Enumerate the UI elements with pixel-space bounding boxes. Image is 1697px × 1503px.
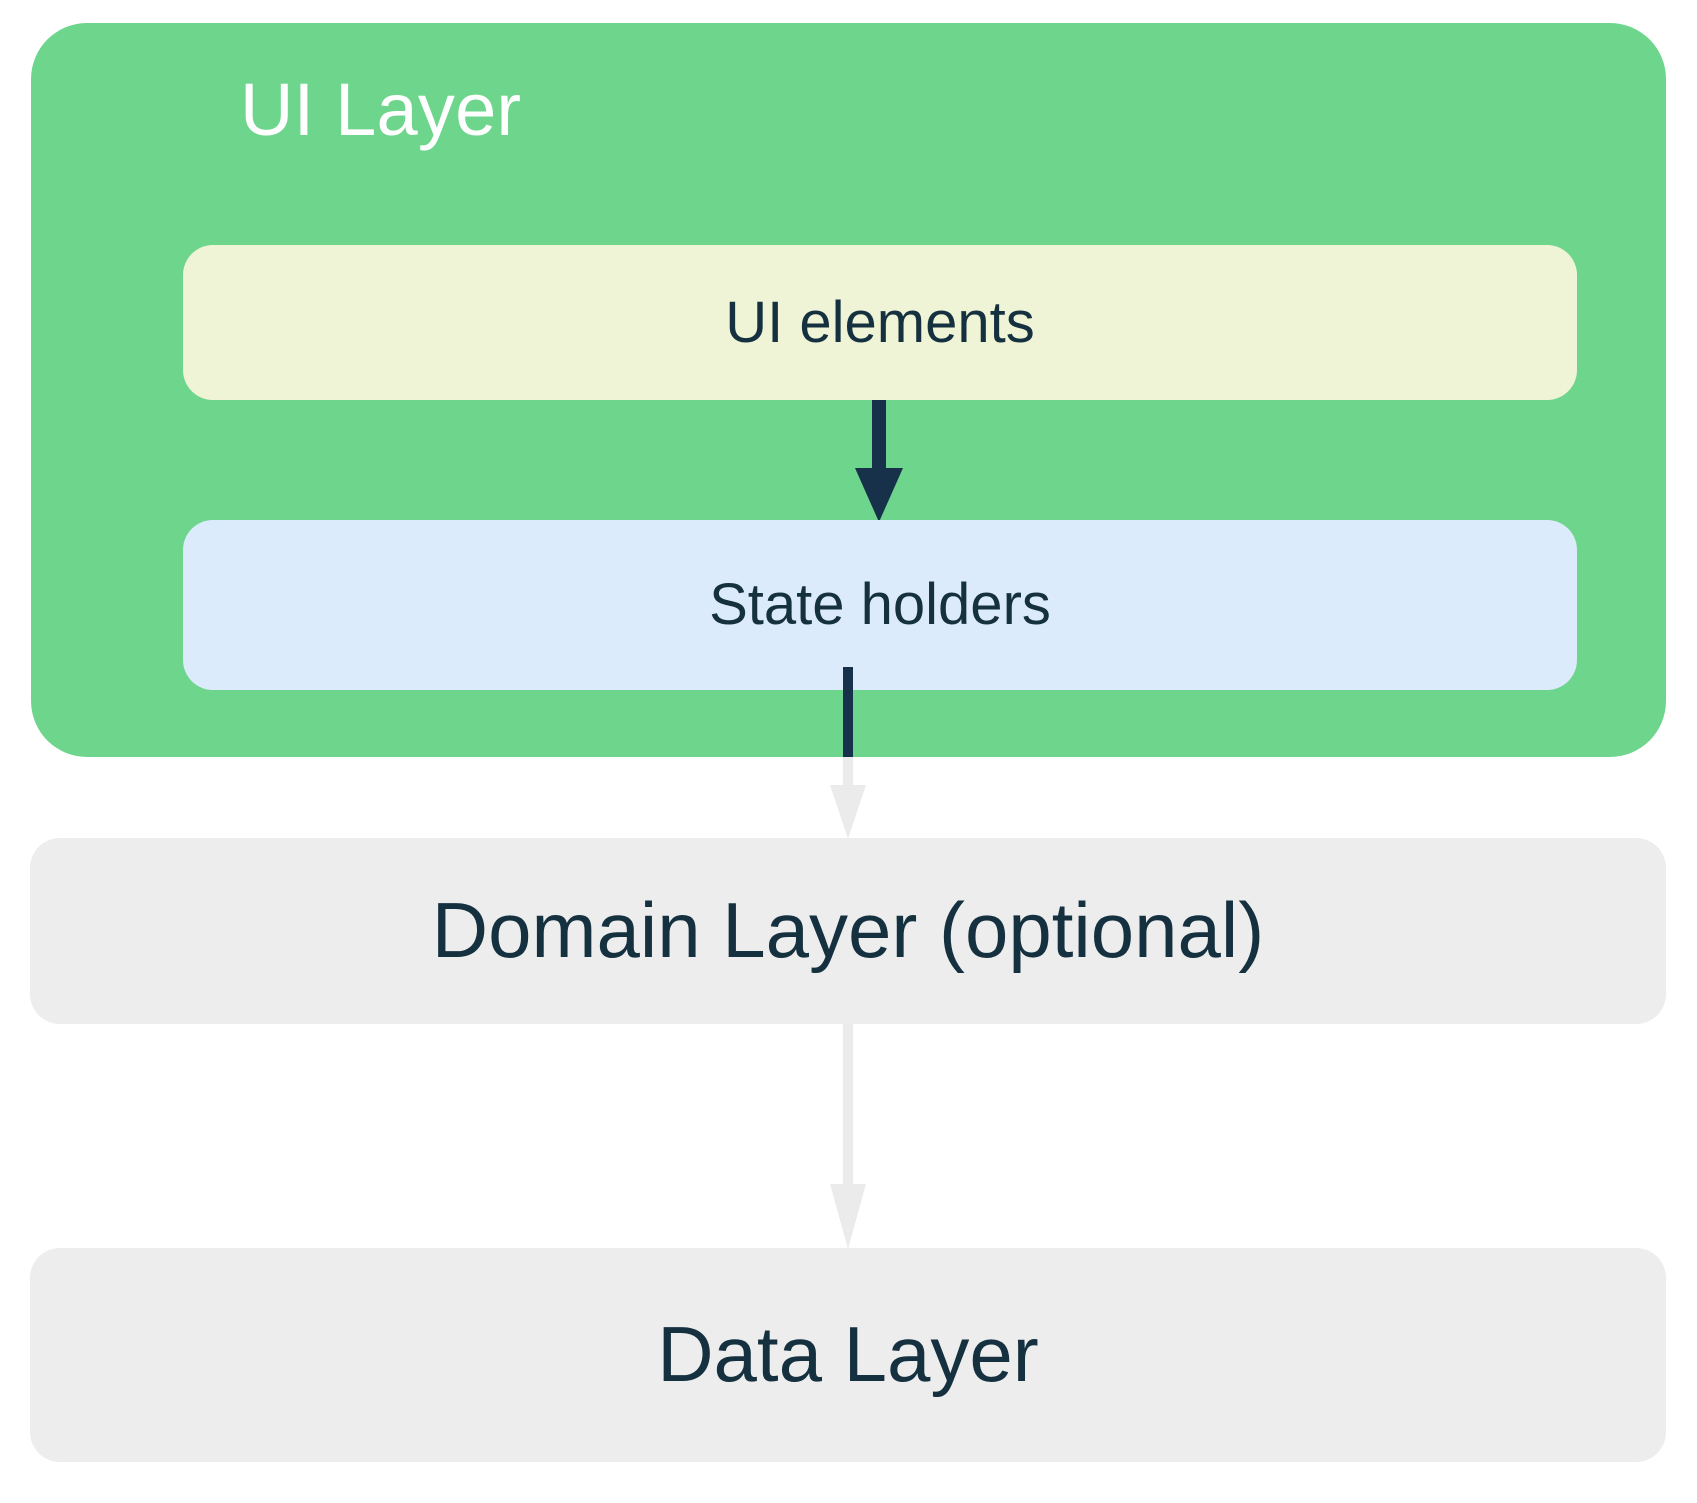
ui-elements-box: UI elements xyxy=(183,245,1577,400)
ui-elements-label: UI elements xyxy=(725,289,1035,355)
domain-layer-label: Domain Layer (optional) xyxy=(431,886,1265,975)
data-layer-card: Data Layer xyxy=(30,1248,1666,1462)
arrow-ui-elements-to-state-holders-icon xyxy=(849,400,909,522)
state-holders-box: State holders xyxy=(183,520,1577,690)
ui-layer-card: UI Layer UI elements State holders xyxy=(31,23,1666,757)
state-holders-label: State holders xyxy=(709,572,1051,638)
domain-layer-card: Domain Layer (optional) xyxy=(30,838,1666,1024)
arrow-state-holders-to-domain-layer-icon xyxy=(818,667,878,839)
ui-layer-title: UI Layer xyxy=(240,68,522,151)
data-layer-label: Data Layer xyxy=(657,1310,1039,1399)
arrow-domain-layer-to-data-layer-icon xyxy=(818,1024,878,1249)
